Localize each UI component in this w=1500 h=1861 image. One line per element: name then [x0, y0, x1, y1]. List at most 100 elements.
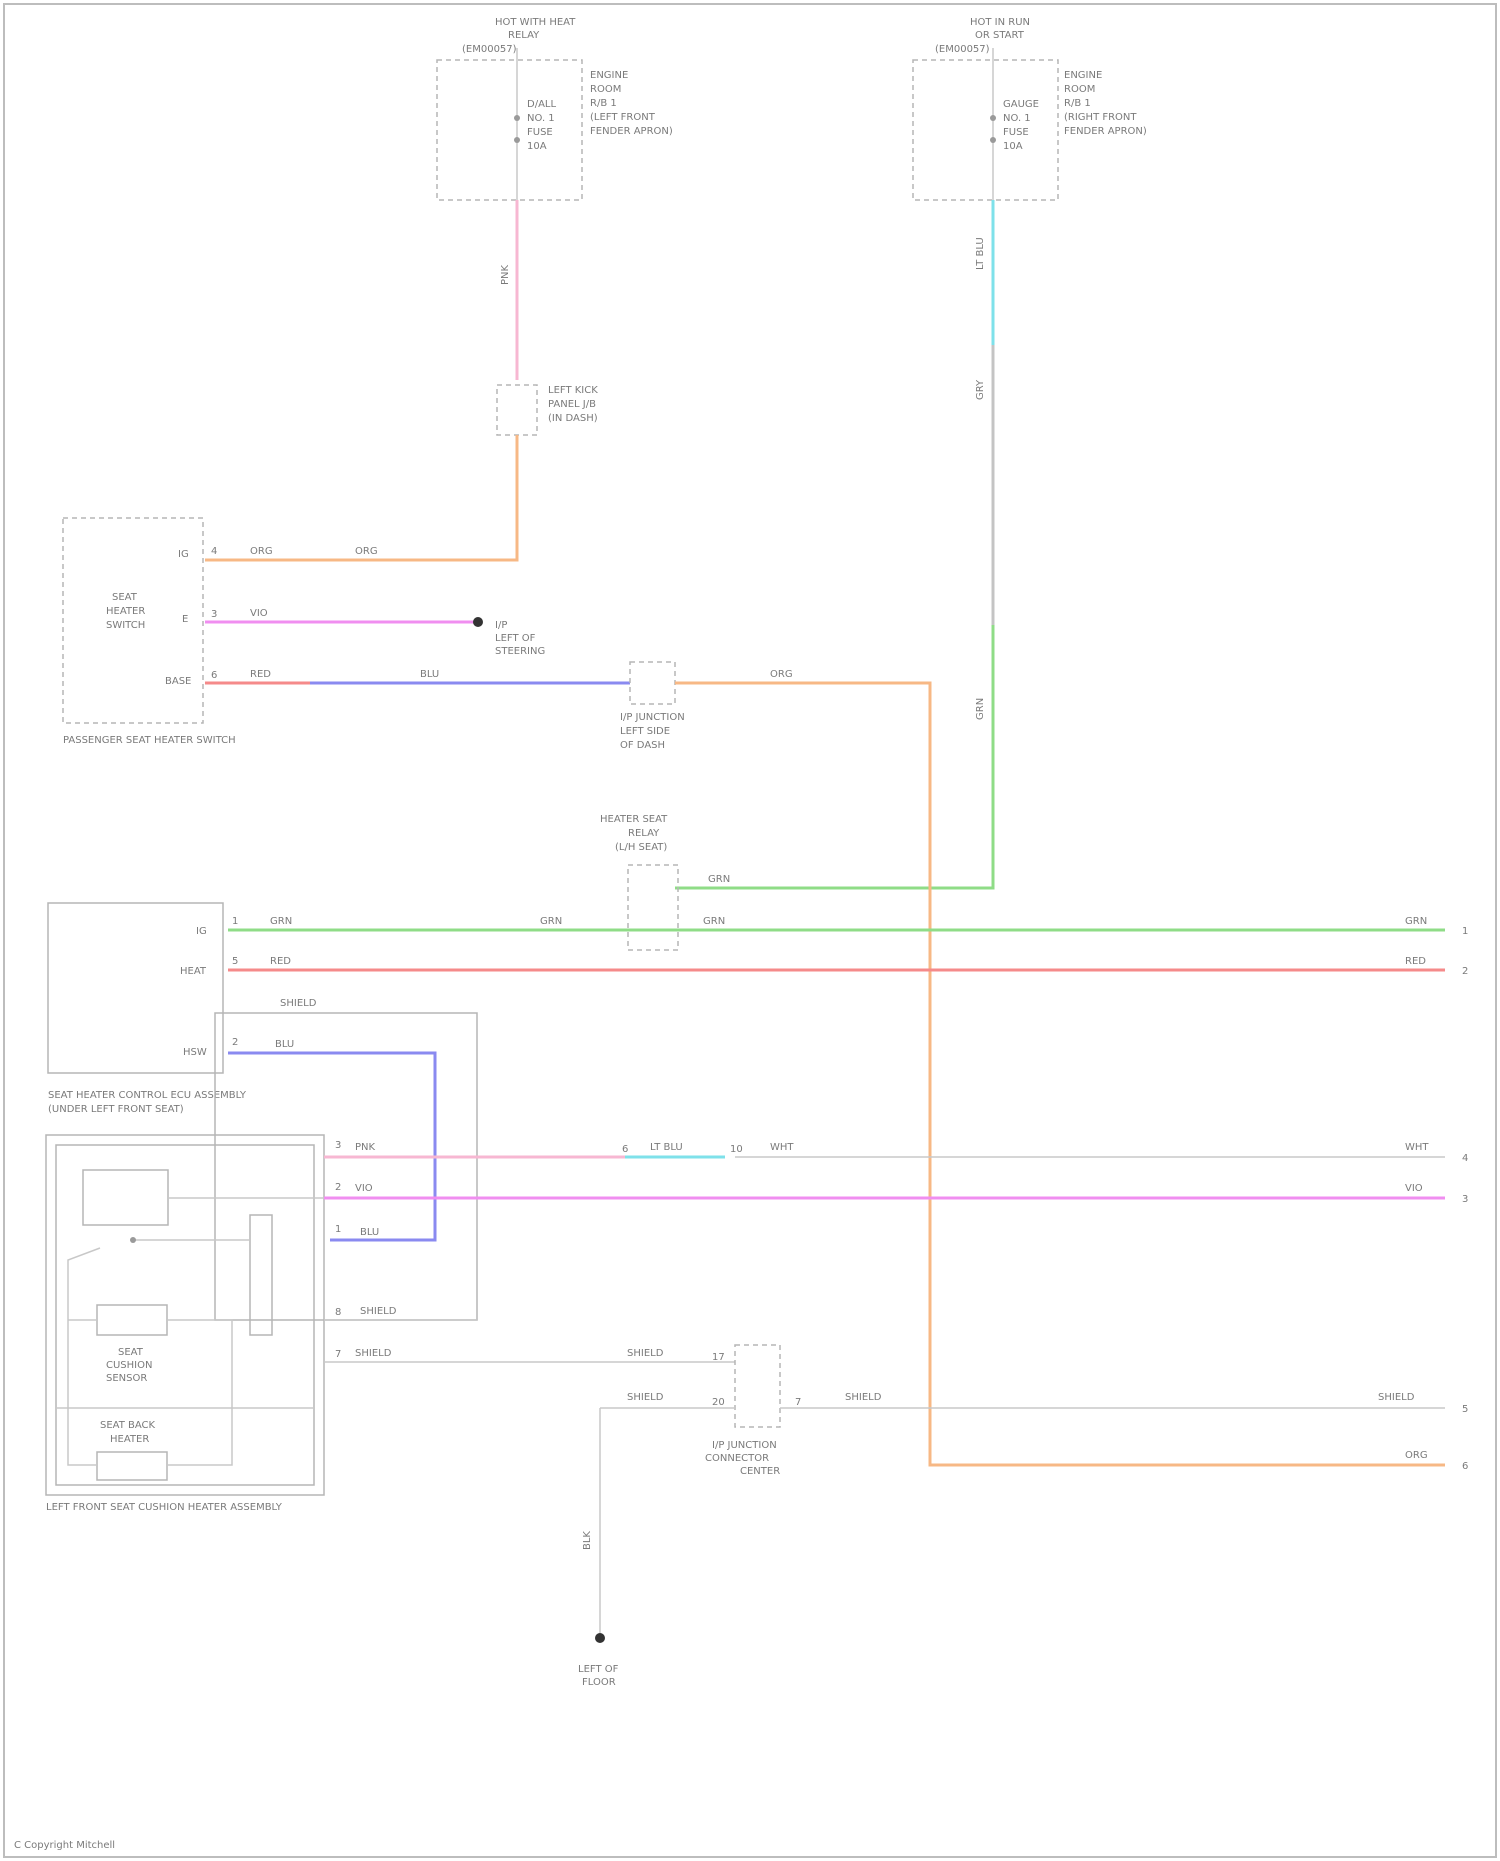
seat-heater-switch-label-2: HEATER: [106, 606, 145, 617]
wire-label-grn-relay: GRN: [708, 874, 730, 885]
right-fuse-node-top: [990, 115, 996, 121]
connector-b-label-1: I/P JUNCTION: [620, 712, 685, 723]
seat-heater-switch-label-1: SEAT: [112, 592, 138, 603]
module-pin-num-5: 5: [232, 956, 238, 967]
seat-pin-2: 2: [335, 1182, 341, 1193]
left-fuse-name-1: D/ALL: [527, 99, 556, 110]
ground-a-label-2: LEFT OF: [495, 633, 536, 644]
wire-blu-loop: [228, 1053, 435, 1240]
seat-cushion-sensor-box: [97, 1305, 167, 1335]
wire-label-shield-6: SHIELD: [1378, 1392, 1415, 1403]
bus-pin-5: 5: [1462, 1404, 1468, 1415]
wire-label-ltblu-1: LT BLU: [975, 237, 986, 270]
seat-inner-loop: [167, 1320, 232, 1465]
left-fuse-side-2: ROOM: [590, 84, 621, 95]
seat-back-label-2: HEATER: [110, 1434, 149, 1445]
ground-connector-box: [735, 1345, 780, 1427]
module-pin-ig: IG: [196, 926, 207, 937]
wire-org-long: [675, 683, 1445, 1465]
seat-cushion-label-2: CUSHION: [106, 1360, 152, 1371]
switch-pin-ig: IG: [178, 549, 189, 560]
wire-label-vio-2: VIO: [355, 1183, 373, 1194]
footer-copyright: C Copyright Mitchell: [14, 1840, 115, 1851]
wire-label-shield-2: SHIELD: [355, 1348, 392, 1359]
right-fuse-name-3: FUSE: [1003, 127, 1029, 138]
left-fuse-title-2: RELAY: [508, 30, 540, 41]
left-fuse-title-3: (EM00057): [462, 44, 517, 55]
ground-point-label-2: FLOOR: [582, 1677, 616, 1688]
seat-assembly-caption: LEFT FRONT SEAT CUSHION HEATER ASSEMBLY: [46, 1502, 283, 1513]
junction-block-label-3: (IN DASH): [548, 413, 598, 424]
module-pin-num-1: 1: [232, 916, 238, 927]
ground-a-dot: [473, 617, 483, 627]
relay-label-2: RELAY: [628, 828, 660, 839]
wire-label-shield-1: SHIELD: [360, 1306, 397, 1317]
bus-pin-3: 3: [1462, 1194, 1468, 1205]
wire-label-shield-5: SHIELD: [845, 1392, 882, 1403]
bus-pin-1: 1: [1462, 926, 1468, 937]
wire-label-shield-4: SHIELD: [627, 1392, 664, 1403]
ground-a-label-3: STEERING: [495, 646, 545, 657]
left-fuse-title-1: HOT WITH HEAT: [495, 17, 576, 28]
wire-label-grn-4: GRN: [1405, 916, 1427, 927]
ground-point-label-1: LEFT OF: [578, 1664, 619, 1675]
seat-heater-switch-label-3: SWITCH: [106, 620, 145, 631]
conn-pin-6: 6: [622, 1144, 628, 1155]
seat-resistor: [250, 1215, 272, 1335]
gc-pin-20: 20: [712, 1397, 725, 1408]
wire-label-blk: BLK: [582, 1531, 593, 1550]
seat-pin-7: 7: [335, 1349, 341, 1360]
right-fuse-name-4: 10A: [1003, 141, 1023, 152]
left-fuse-node-bottom: [514, 137, 520, 143]
module-pin-hsw: HSW: [183, 1047, 207, 1058]
module-pin-heat: HEAT: [180, 966, 207, 977]
gc-pin-7: 7: [795, 1397, 801, 1408]
right-fuse-node-bottom: [990, 137, 996, 143]
seat-cushion-label-3: SENSOR: [106, 1373, 147, 1384]
junction-block-box: [497, 385, 537, 435]
left-fuse-side-3: R/B 1: [590, 98, 617, 109]
switch-pin-num-4: 4: [211, 546, 217, 557]
wire-label-pnk-1: PNK: [500, 264, 511, 285]
wire-label-wht-2: WHT: [1405, 1142, 1429, 1153]
seat-sensor-top: [83, 1170, 168, 1225]
wire-label-ltblu-2: LT BLU: [650, 1142, 683, 1153]
wire-label-grn-3: GRN: [703, 916, 725, 927]
seat-assembly-inner: [56, 1145, 314, 1485]
shield-box: [215, 1013, 477, 1320]
seat-back-label-1: SEAT BACK: [100, 1420, 156, 1431]
switch-pin-base: BASE: [165, 676, 191, 687]
wire-label-vio-3: VIO: [1405, 1183, 1423, 1194]
left-fuse-box: [437, 60, 582, 200]
right-fuse-title-1: HOT IN RUN: [970, 17, 1030, 28]
left-fuse-name-3: FUSE: [527, 127, 553, 138]
wire-label-grn-1: GRN: [270, 916, 292, 927]
seat-cushion-label-1: SEAT: [118, 1347, 144, 1358]
wire-label-red-1: RED: [250, 669, 271, 680]
shield-label: SHIELD: [280, 998, 317, 1009]
wire-grn-relay: [675, 625, 993, 888]
seat-pin-3: 3: [335, 1140, 341, 1151]
seat-switch-arm: [68, 1248, 100, 1320]
relay-label-3: (L/H SEAT): [615, 842, 667, 853]
seat-assembly-box: [46, 1135, 324, 1495]
connector-b-label-3: OF DASH: [620, 740, 665, 751]
right-fuse-side-1: ENGINE: [1064, 70, 1102, 81]
wire-label-org-4: ORG: [1405, 1450, 1428, 1461]
right-fuse-side-5: FENDER APRON): [1064, 126, 1147, 137]
wire-label-grn-5: GRN: [975, 698, 986, 720]
junction-block-label-1: LEFT KICK: [548, 385, 598, 396]
seat-pin-1: 1: [335, 1224, 341, 1235]
wire-label-red-2: RED: [270, 956, 291, 967]
wire-label-vio-1: VIO: [250, 608, 268, 619]
left-fuse-name-4: 10A: [527, 141, 547, 152]
ground-connector-label-3: CENTER: [740, 1466, 780, 1477]
wire-label-org-3: ORG: [770, 669, 793, 680]
right-fuse-side-3: R/B 1: [1064, 98, 1091, 109]
seat-inner-left: [68, 1320, 97, 1465]
right-fuse-title-3: (EM00057): [935, 44, 990, 55]
wire-label-red-3: RED: [1405, 956, 1426, 967]
wire-org-switch: [205, 435, 517, 560]
bus-pin-2: 2: [1462, 966, 1468, 977]
